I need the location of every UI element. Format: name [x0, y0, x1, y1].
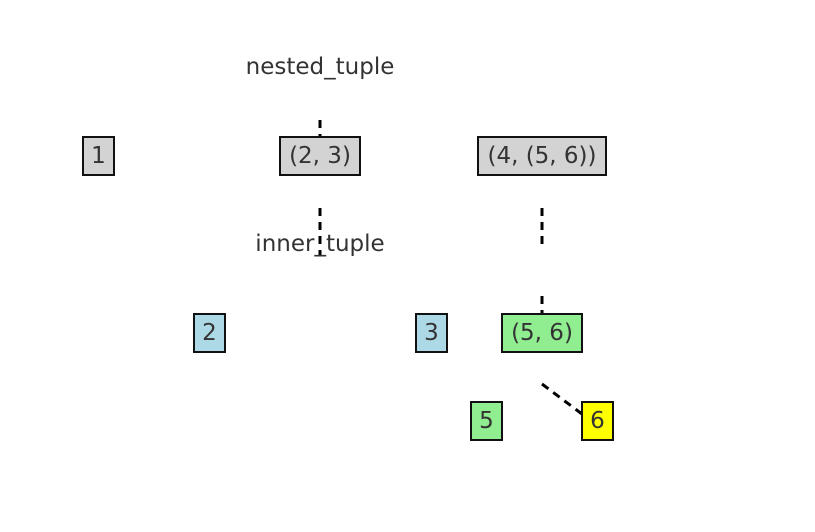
edge-n56-to-n6: [541, 382, 583, 416]
node-6: 6: [581, 401, 614, 441]
node-tuple-4-5-6: (4, (5, 6)): [477, 136, 607, 176]
node-2: 2: [193, 313, 226, 353]
root-label: nested_tuple: [245, 54, 395, 80]
node-tuple-5-6: (5, 6): [501, 313, 583, 353]
node-5: 5: [470, 401, 503, 441]
inner-label: inner_tuple: [255, 231, 385, 257]
node-1: 1: [82, 136, 115, 176]
node-tuple-2-3: (2, 3): [279, 136, 361, 176]
node-3: 3: [415, 313, 448, 353]
